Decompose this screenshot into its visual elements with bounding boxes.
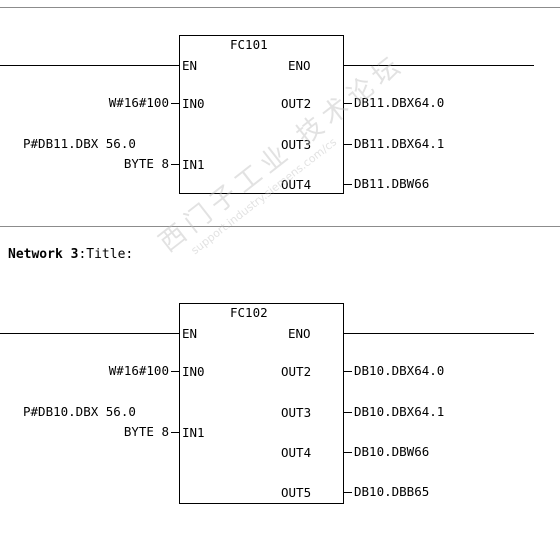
network-separator-top: [0, 7, 560, 8]
in1-operand-line1[interactable]: P#DB11.DBX 56.0: [23, 136, 136, 151]
fc102-pin-out3: OUT3: [281, 405, 312, 420]
out3-wire: [344, 144, 352, 145]
fc102-block[interactable]: FC102 EN ENO IN0 IN1 OUT2 OUT3 OUT4 OUT5: [179, 303, 344, 504]
out3-wire: [344, 412, 352, 413]
fc102-pin-en: EN: [182, 326, 198, 341]
network-3-title: :Title:: [78, 247, 134, 262]
in0-wire: [171, 371, 179, 372]
power-rail-wire: [0, 333, 180, 334]
fc102-pin-out2: OUT2: [281, 364, 312, 379]
fc102-pin-in1: IN1: [182, 425, 205, 440]
fc102-pin-out5: OUT5: [281, 485, 312, 500]
out4-operand[interactable]: DB11.DBW66: [354, 176, 430, 191]
out3-operand[interactable]: DB10.DBX64.1: [354, 404, 445, 419]
fc102-pin-out4: OUT4: [281, 445, 312, 460]
in1-operand-line1[interactable]: P#DB10.DBX 56.0: [23, 404, 136, 419]
fc101-pin-out4: OUT4: [281, 177, 312, 192]
fc101-pin-in1: IN1: [182, 157, 205, 172]
fc101-pin-in0: IN0: [182, 96, 205, 111]
fc102-pin-in0: IN0: [182, 364, 205, 379]
in0-operand[interactable]: W#16#100: [108, 363, 169, 378]
power-rail-wire: [0, 65, 180, 66]
fc101-pin-eno: ENO: [288, 58, 311, 73]
in1-wire: [171, 432, 179, 433]
in0-wire: [171, 103, 179, 104]
out2-operand[interactable]: DB10.DBX64.0: [354, 363, 445, 378]
fc102-title: FC102: [230, 305, 268, 320]
out4-operand[interactable]: DB10.DBW66: [354, 444, 430, 459]
fc101-pin-out3: OUT3: [281, 137, 312, 152]
network-separator-middle: [0, 226, 560, 227]
fc101-block[interactable]: FC101 EN ENO IN0 IN1 OUT2 OUT3 OUT4: [179, 35, 344, 194]
out3-operand[interactable]: DB11.DBX64.1: [354, 136, 445, 151]
in1-wire: [171, 164, 179, 165]
network-3-number: Network 3: [8, 247, 79, 262]
out2-wire: [344, 103, 352, 104]
fc102-pin-eno: ENO: [288, 326, 311, 341]
fc101-title: FC101: [230, 37, 268, 52]
out5-operand[interactable]: DB10.DBB65: [354, 484, 430, 499]
out4-wire: [344, 184, 352, 185]
in1-operand-line2[interactable]: BYTE 8: [123, 424, 169, 439]
fc101-pin-en: EN: [182, 58, 198, 73]
eno-wire: [344, 65, 534, 66]
eno-wire: [344, 333, 534, 334]
fc101-pin-out2: OUT2: [281, 96, 312, 111]
in1-operand-line2[interactable]: BYTE 8: [123, 156, 169, 171]
in0-operand[interactable]: W#16#100: [108, 95, 169, 110]
out2-operand[interactable]: DB11.DBX64.0: [354, 95, 445, 110]
out4-wire: [344, 452, 352, 453]
out5-wire: [344, 492, 352, 493]
network-3-label[interactable]: Network 3:Title:: [8, 247, 133, 262]
out2-wire: [344, 371, 352, 372]
